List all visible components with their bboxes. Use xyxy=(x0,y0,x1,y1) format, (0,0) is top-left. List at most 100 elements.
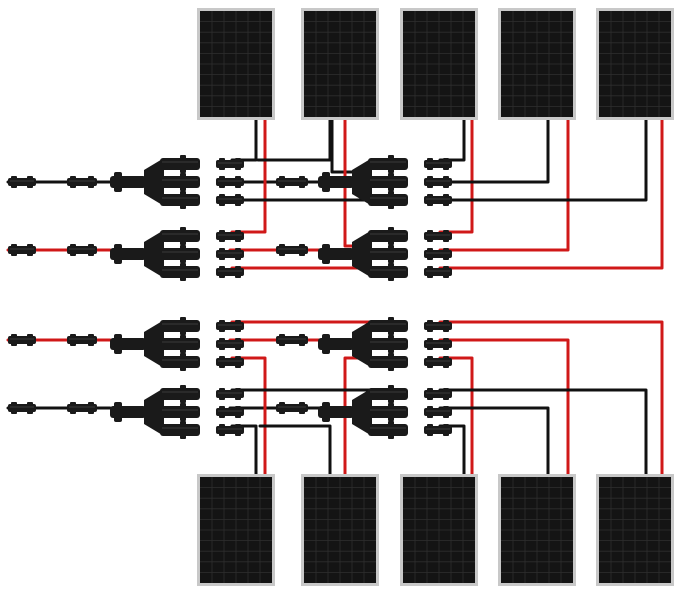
branch-output-collar xyxy=(180,421,186,439)
mc4-collar xyxy=(427,266,433,278)
mc4-branch-out-left xyxy=(216,424,244,436)
mc4-left-end-1 xyxy=(8,176,36,188)
mc4-collar xyxy=(279,402,285,414)
branch-connector-left-top-positive-group xyxy=(110,227,200,281)
branch-collar xyxy=(114,172,122,192)
branch-output-collar xyxy=(180,263,186,281)
mc4-collar xyxy=(235,194,241,206)
mc4-collar xyxy=(427,406,433,418)
solar-panel-bottom-4 xyxy=(498,474,576,586)
mc4-collar xyxy=(427,320,433,332)
mc4-collar xyxy=(235,266,241,278)
mc4-collar xyxy=(219,194,225,206)
branch-hub xyxy=(144,230,164,278)
mc4-branch-out-left xyxy=(216,388,244,400)
mc4-collar xyxy=(235,356,241,368)
mc4-left-inline-3 xyxy=(67,334,97,346)
mc4-collar xyxy=(443,388,449,400)
solar-panel-bottom-1 xyxy=(197,474,275,586)
mc4-collar xyxy=(427,356,433,368)
mc4-left-end-3 xyxy=(8,334,36,346)
branch-output-collar xyxy=(388,353,394,371)
mc4-branch-out-left xyxy=(216,176,244,188)
mc4-collar xyxy=(299,244,305,256)
mc4-collar xyxy=(443,158,449,170)
positive-wire xyxy=(438,356,474,476)
branch-connector-right-bottom-positive-group xyxy=(318,317,408,371)
mc4-collar xyxy=(219,356,225,368)
negative-wire xyxy=(438,388,648,476)
mc4-collar xyxy=(427,424,433,436)
negative-wire xyxy=(438,406,550,476)
mc4-branch-out-right xyxy=(424,194,452,206)
mc4-branch-out-left xyxy=(216,320,244,332)
branch-output-collar xyxy=(180,173,186,191)
positive-wire xyxy=(438,118,570,252)
mc4-collar xyxy=(11,402,17,414)
mc4-collar xyxy=(427,194,433,206)
mc4-collar xyxy=(427,176,433,188)
mc4-collar xyxy=(88,334,94,346)
mc4-branch-out-right xyxy=(424,320,452,332)
mc4-collar xyxy=(70,334,76,346)
branch-connector-left-top-negative-group xyxy=(110,155,200,209)
mc4-collar xyxy=(279,244,285,256)
branch-output-collar xyxy=(388,403,394,421)
connectors-layer xyxy=(8,155,452,439)
branch-output-collar xyxy=(180,245,186,263)
mc4-collar xyxy=(443,320,449,332)
mc4-collar xyxy=(279,176,285,188)
branch-output-collar xyxy=(180,191,186,209)
mc4-collar xyxy=(27,176,33,188)
mc4-left-inline-4 xyxy=(67,402,97,414)
branch-output-collar xyxy=(388,421,394,439)
mc4-collar xyxy=(443,338,449,350)
mc4-collar xyxy=(279,334,285,346)
negative-wire xyxy=(230,118,258,162)
positive-wire xyxy=(230,118,267,234)
mc4-branch-out-left xyxy=(216,158,244,170)
branch-output-collar xyxy=(180,385,186,403)
mc4-collar xyxy=(235,248,241,260)
solar-panel-bottom-5 xyxy=(596,474,674,586)
mc4-collar xyxy=(443,424,449,436)
negative-wire xyxy=(438,118,648,202)
branch-hub xyxy=(144,158,164,206)
mc4-branch-out-right xyxy=(424,176,452,188)
branch-output-collar xyxy=(180,403,186,421)
mc4-collar xyxy=(88,244,94,256)
branch-hub xyxy=(352,320,372,368)
mc4-branch-out-right xyxy=(424,266,452,278)
mc4-collar xyxy=(443,176,449,188)
mc4-collar xyxy=(443,194,449,206)
branch-hub xyxy=(352,388,372,436)
mc4-collar xyxy=(219,266,225,278)
positive-wire xyxy=(438,118,664,270)
branch-output-collar xyxy=(388,155,394,173)
branch-output-collar xyxy=(388,191,394,209)
mc4-collar xyxy=(427,338,433,350)
mc4-collar xyxy=(27,402,33,414)
mc4-collar xyxy=(235,388,241,400)
branch-collar xyxy=(322,402,330,422)
mc4-collar xyxy=(235,424,241,436)
branch-connector-right-bottom-negative-group xyxy=(318,385,408,439)
mc4-collar xyxy=(219,406,225,418)
mc4-collar xyxy=(219,424,225,436)
solar-panel-top-3 xyxy=(400,8,478,120)
branch-connector-left-bottom-positive-group xyxy=(110,317,200,371)
mc4-collar xyxy=(219,338,225,350)
mc4-collar xyxy=(70,402,76,414)
mc4-middle-inline-1 xyxy=(276,176,308,188)
mc4-branch-out-right xyxy=(424,230,452,242)
branch-output-collar xyxy=(180,155,186,173)
negative-wire xyxy=(256,118,332,162)
mc4-branch-out-left xyxy=(216,248,244,260)
mc4-collar xyxy=(235,176,241,188)
mc4-collar xyxy=(88,402,94,414)
mc4-collar xyxy=(443,230,449,242)
mc4-left-inline-2 xyxy=(67,244,97,256)
branch-output-collar xyxy=(388,385,394,403)
